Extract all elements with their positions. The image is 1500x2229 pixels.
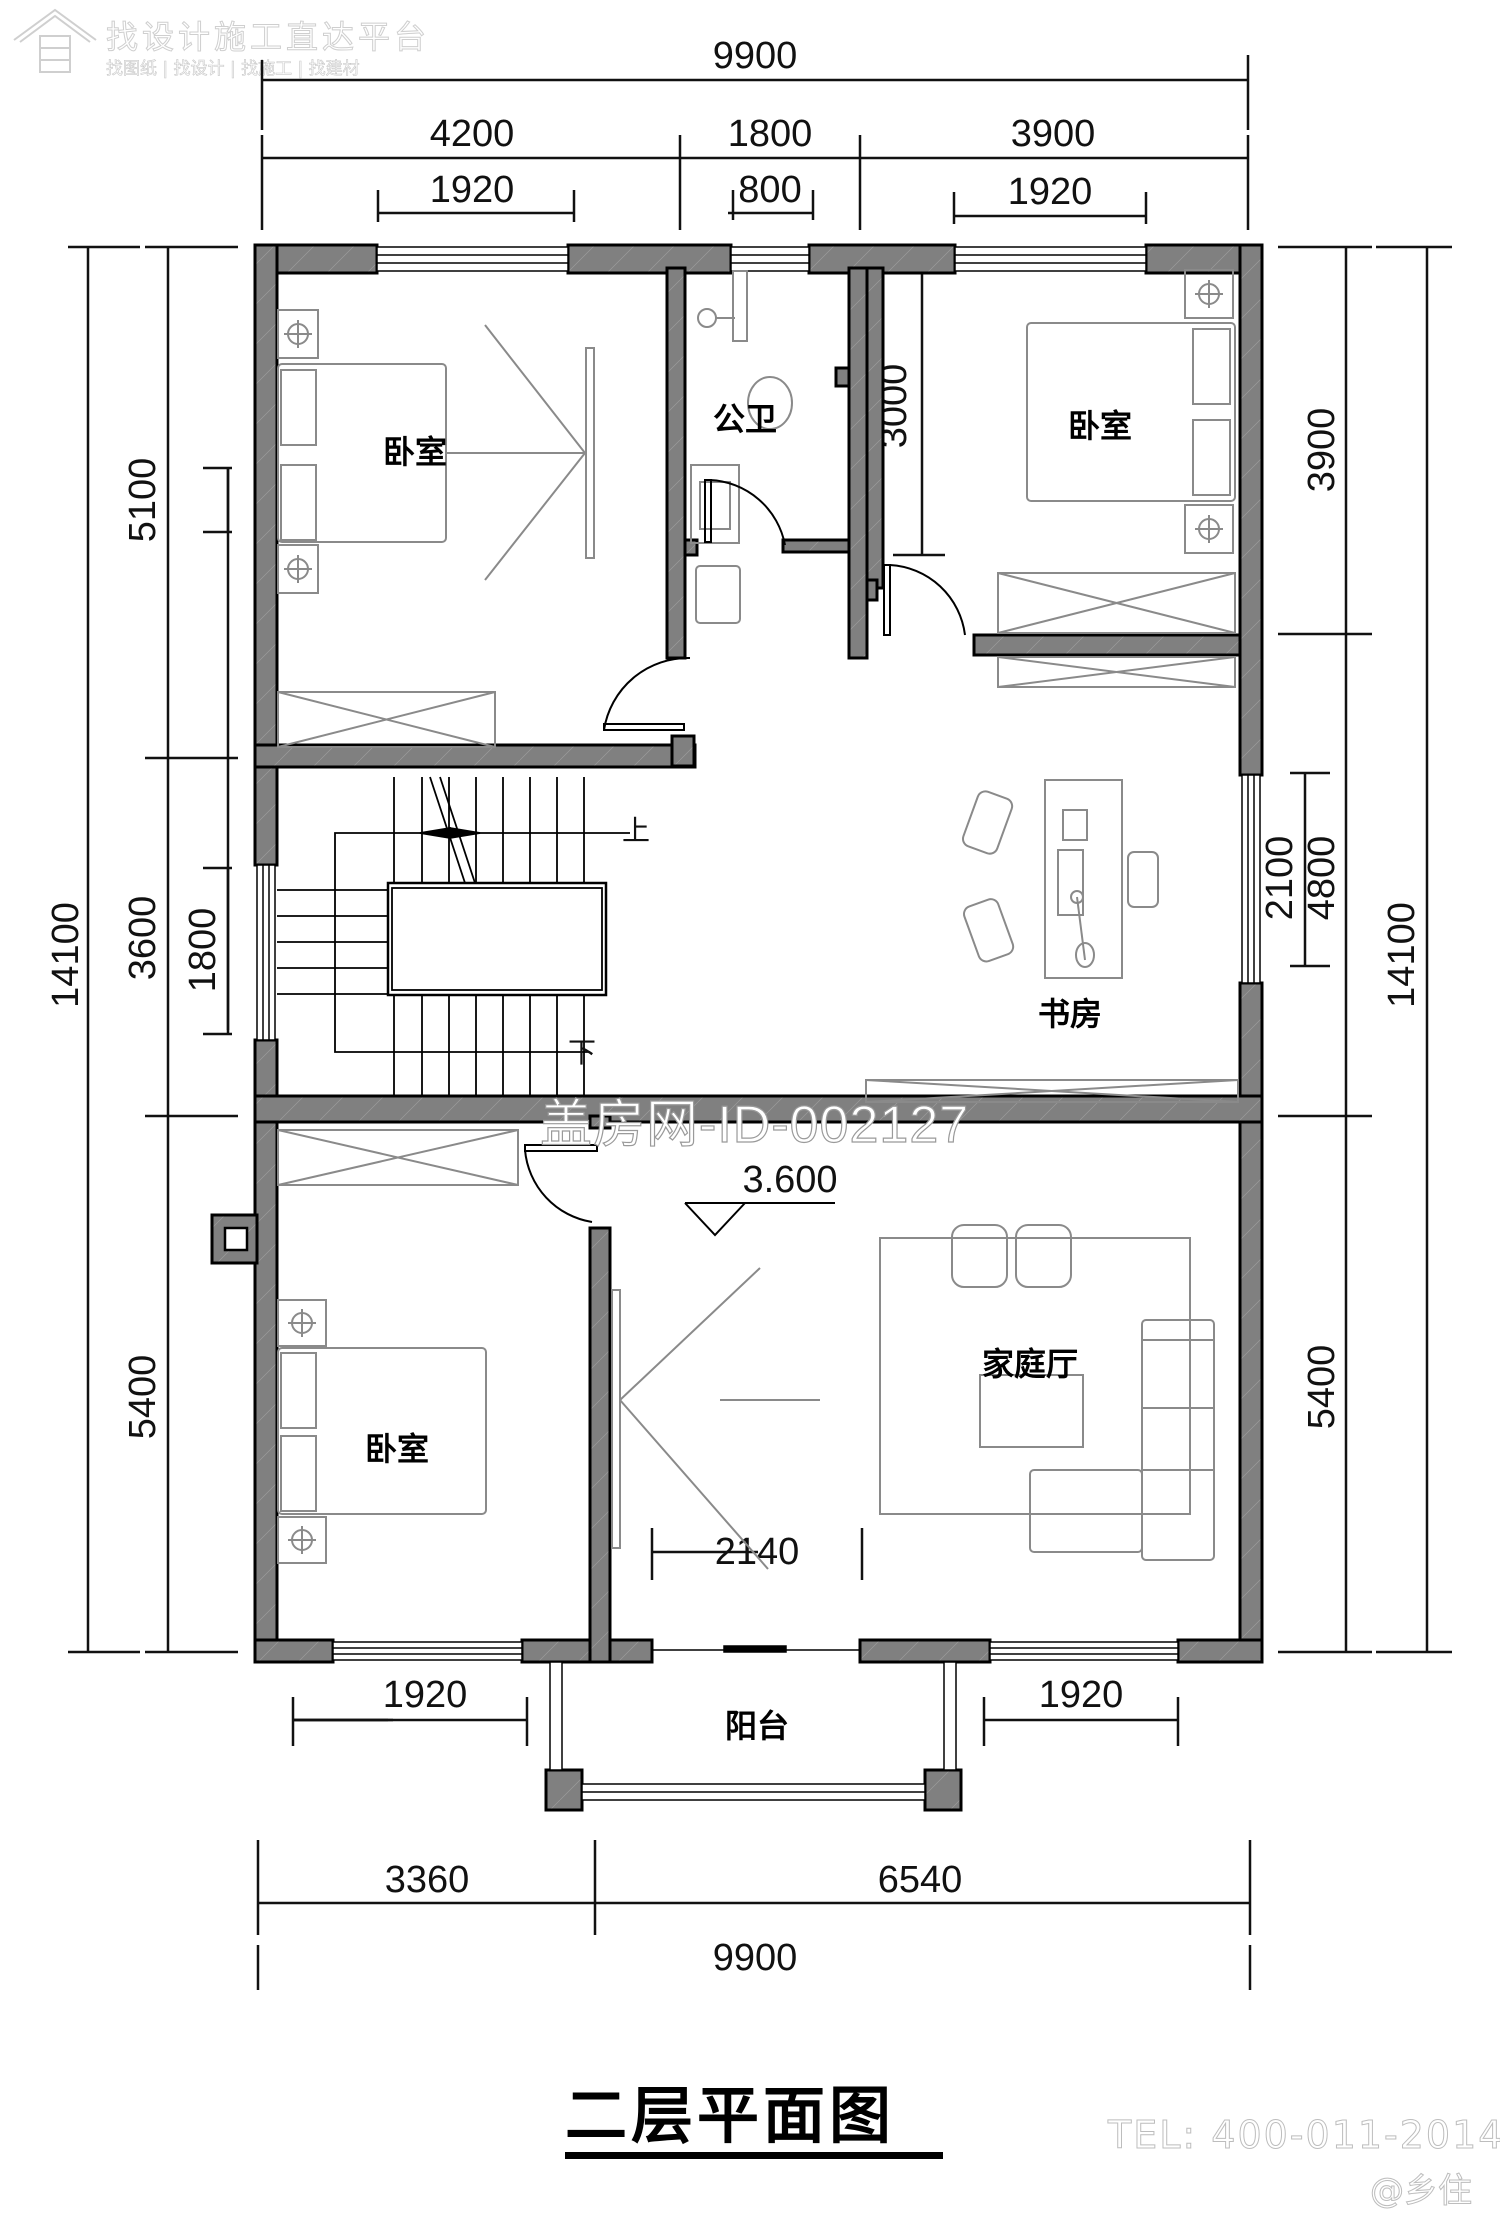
dim-left-seg-3: 5400: [122, 1355, 164, 1440]
credit-watermark: @乡住: [1370, 2171, 1473, 2212]
walls: [210, 243, 1264, 1812]
dim-top-seg-2: 1800: [728, 113, 813, 155]
room-label-bedroom-nw: 卧室: [383, 433, 447, 471]
room-label-study: 书房: [1038, 995, 1102, 1033]
dim-top-seg-1: 4200: [430, 113, 515, 155]
dim-bottom-window-2: 1920: [1039, 1674, 1124, 1716]
title-underline: [565, 2152, 943, 2159]
dim-bottom-seg-2: 6540: [878, 1859, 963, 1901]
room-label-bedroom-ne: 卧室: [1068, 407, 1132, 445]
dim-top-seg-3: 3900: [1011, 113, 1096, 155]
dim-bottom-seg-1: 3360: [385, 1859, 470, 1901]
room-label-bedroom-sw: 卧室: [365, 1430, 429, 1468]
elevation-marker: [684, 1202, 835, 1237]
room-label-bathroom: 公卫: [713, 400, 777, 438]
dim-left-seg-1: 5100: [122, 458, 164, 543]
stair-down-label: 下: [568, 1037, 596, 1068]
dim-bottom-window-1: 1920: [383, 1674, 468, 1716]
chimney-flue: [223, 1226, 249, 1252]
dim-top-total: 9900: [713, 35, 798, 77]
dim-right-window: 2100: [1259, 836, 1301, 921]
stair-up-label: 上: [622, 815, 650, 846]
site-id-watermark: 盖房网-ID-002127: [539, 1095, 970, 1154]
dimension-lines: [68, 55, 1452, 1990]
room-label-balcony: 阳台: [725, 1707, 789, 1745]
dim-right-total: 14100: [1381, 902, 1423, 1008]
doors: [524, 479, 966, 1223]
house-logo-icon: [13, 8, 97, 73]
dim-right-seg-1: 3900: [1301, 408, 1343, 493]
staircase: [277, 776, 630, 1096]
dim-family-opening: 2140: [715, 1531, 800, 1573]
dim-top-window-1: 1920: [430, 169, 515, 211]
dim-left-seg-2: 3600: [122, 896, 164, 981]
dim-right-seg-2: 4800: [1301, 836, 1343, 921]
dimension-labels: 9900 4200 1800 3900 1920 800 1920 14100 …: [45, 35, 1423, 1979]
furniture: [277, 269, 1239, 1570]
dim-top-window-2: 800: [738, 169, 801, 211]
dim-left-window: 1800: [182, 908, 224, 993]
dim-left-total: 14100: [45, 902, 87, 1008]
tel-watermark: TEL: 400-011-2014: [1107, 2113, 1500, 2158]
drawing-title: 二层平面图: [565, 2079, 896, 2152]
dim-bottom-total: 9900: [713, 1937, 798, 1979]
windows: [256, 246, 1261, 1801]
dim-top-window-3: 1920: [1008, 171, 1093, 213]
brand-slogan: 找设计施工直达平台: [105, 18, 431, 57]
dim-right-seg-3: 5400: [1301, 1345, 1343, 1430]
brand-services: 找图纸 | 找设计 | 找施工 | 找建材: [106, 59, 360, 80]
elevation-label: 3.600: [742, 1159, 837, 1201]
room-label-family-room: 家庭厅: [982, 1345, 1078, 1383]
